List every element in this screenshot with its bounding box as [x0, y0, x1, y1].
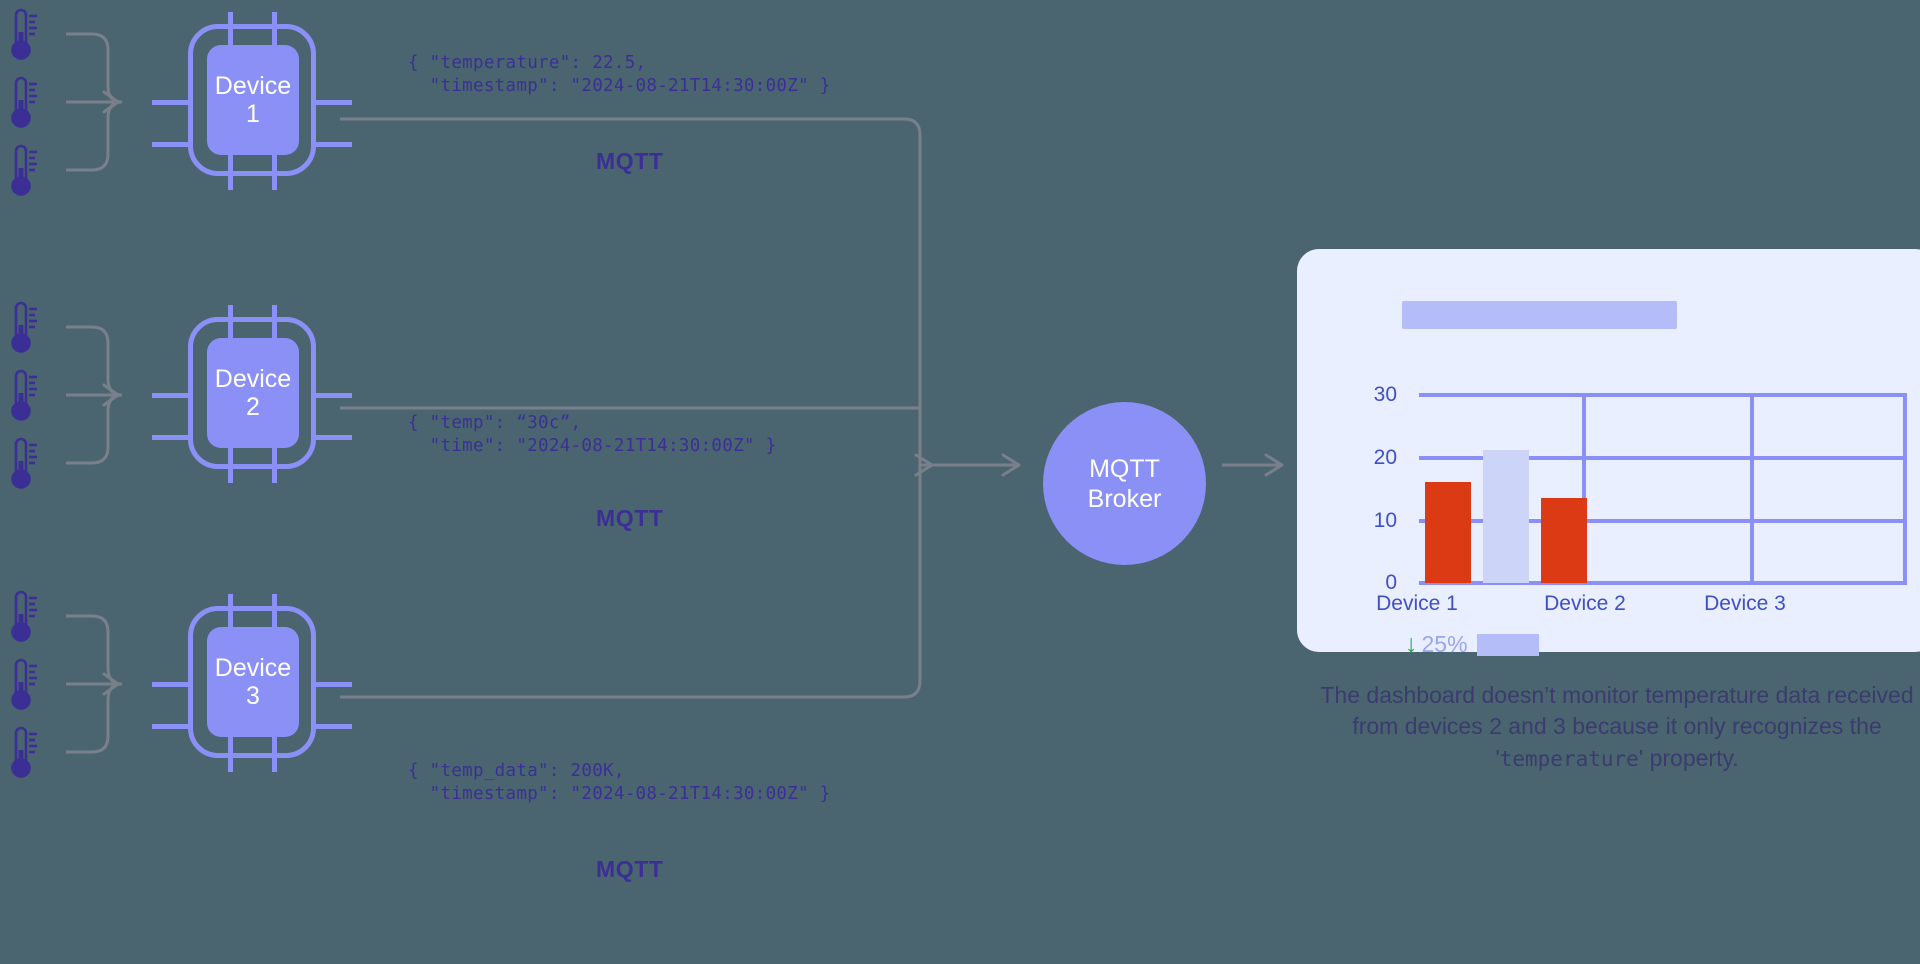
- chip-core-3: Device 3: [207, 627, 299, 737]
- chip-pin-left-upper: [152, 393, 192, 398]
- device-label-line2: 3: [246, 682, 260, 710]
- gridline-10: [1419, 519, 1907, 523]
- delta-indicator: ↓ 25%: [1405, 631, 1539, 658]
- y-tick-10: 10: [1373, 509, 1397, 532]
- chip-pin-left-lower: [152, 724, 192, 729]
- device-label-line1: Device: [214, 365, 292, 393]
- protocol-label-device-2: MQTT: [596, 505, 664, 531]
- category-divider-2: [1750, 393, 1754, 583]
- chip-pin-left-lower: [152, 142, 192, 147]
- protocol-label-device-3: MQTT: [596, 856, 664, 882]
- chip-pin-left-lower: [152, 435, 192, 440]
- gridline-30: [1419, 393, 1907, 397]
- delta-bar-placeholder: [1476, 633, 1539, 656]
- arrow-down-icon: ↓: [1405, 630, 1418, 658]
- chip-pin-top-left: [228, 594, 233, 632]
- caption-part-2: property.: [1643, 744, 1739, 771]
- device-chip-2[interactable]: Device 2: [152, 305, 352, 483]
- payload-device-2: { "temp": “30c”, "time": "2024-08-21T14:…: [408, 413, 777, 457]
- chip-pin-top-right: [272, 12, 277, 50]
- axis-baseline: [1419, 581, 1907, 585]
- thermometer-icon: [4, 142, 44, 200]
- plot-right-edge: [1903, 393, 1907, 583]
- device-label-line1: Device: [214, 654, 292, 682]
- device-label-line2: 2: [246, 393, 260, 421]
- chip-core-2: Device 2: [207, 338, 299, 448]
- dashboard-caption: The dashboard doesn’t monitor temperatur…: [1297, 680, 1920, 774]
- bars-container: [1419, 393, 1907, 583]
- chip-pin-top-right: [272, 305, 277, 343]
- chip-pin-left-upper: [152, 100, 192, 105]
- broker-label-line1: MQTT: [1089, 454, 1160, 483]
- caption-quote-close: ': [1638, 744, 1644, 771]
- chip-pin-top-left: [228, 12, 233, 50]
- mqtt-broker-node[interactable]: MQTT Broker: [1043, 402, 1206, 565]
- y-tick-20: 20: [1373, 446, 1397, 469]
- device-label-line2: 1: [246, 100, 260, 128]
- payload-device-3: { "temp_data": 200K, "timestamp": "2024-…: [408, 761, 831, 805]
- thermometer-icon: [4, 435, 44, 493]
- chip-pin-right-lower: [312, 142, 352, 147]
- chip-pin-right-lower: [312, 435, 352, 440]
- thermometer-icon: [4, 724, 44, 782]
- gridline-20: [1419, 456, 1907, 460]
- bar-device1-series-b[interactable]: [1483, 450, 1529, 583]
- chip-pin-right-upper: [312, 100, 352, 105]
- y-tick-0: 0: [1385, 571, 1397, 594]
- device-chip-1[interactable]: Device 1: [152, 12, 352, 190]
- chip-pin-left-upper: [152, 682, 192, 687]
- chip-pin-top-right: [272, 594, 277, 632]
- caption-property-name: temperature: [1499, 746, 1639, 771]
- chip-pin-top-left: [228, 305, 233, 343]
- chip-outline: [188, 24, 316, 176]
- thermometer-icon: [4, 74, 44, 132]
- caption-part-1: The dashboard doesn’t monitor temperatur…: [1320, 682, 1914, 740]
- chip-pin-right-lower: [312, 724, 352, 729]
- dashboard-title-placeholder: [1402, 301, 1677, 329]
- dashboard-card[interactable]: 30 20 10 0 Device 1 Device 2 Device 3 ↓ …: [1297, 249, 1920, 657]
- thermometer-icon: [4, 6, 44, 64]
- broker-label-line2: Broker: [1087, 484, 1162, 513]
- y-tick-30: 30: [1373, 383, 1397, 406]
- chip-outline: [188, 317, 316, 469]
- delta-percentage: 25%: [1421, 631, 1468, 657]
- chip-pin-right-upper: [312, 393, 352, 398]
- bar-device1-series-c[interactable]: [1541, 498, 1587, 583]
- x-tick-device-2: Device 2: [1544, 592, 1626, 615]
- thermometer-icon: [4, 299, 44, 357]
- protocol-label-device-1: MQTT: [596, 148, 664, 174]
- device-chip-3[interactable]: Device 3: [152, 594, 352, 772]
- thermometer-icon: [4, 656, 44, 714]
- thermometer-icon: [4, 367, 44, 425]
- caption-quote-open: ': [1495, 744, 1500, 771]
- chip-outline: [188, 606, 316, 758]
- payload-device-1: { "temperature": 22.5, "timestamp": "202…: [408, 53, 831, 97]
- chip-pin-right-upper: [312, 682, 352, 687]
- thermometer-icon: [4, 588, 44, 646]
- bar-device1-series-a[interactable]: [1425, 482, 1471, 583]
- device-label-line1: Device: [214, 72, 292, 100]
- category-divider-1: [1582, 393, 1586, 583]
- x-tick-device-3: Device 3: [1704, 592, 1786, 615]
- x-tick-device-1: Device 1: [1376, 592, 1458, 615]
- chip-core-1: Device 1: [207, 45, 299, 155]
